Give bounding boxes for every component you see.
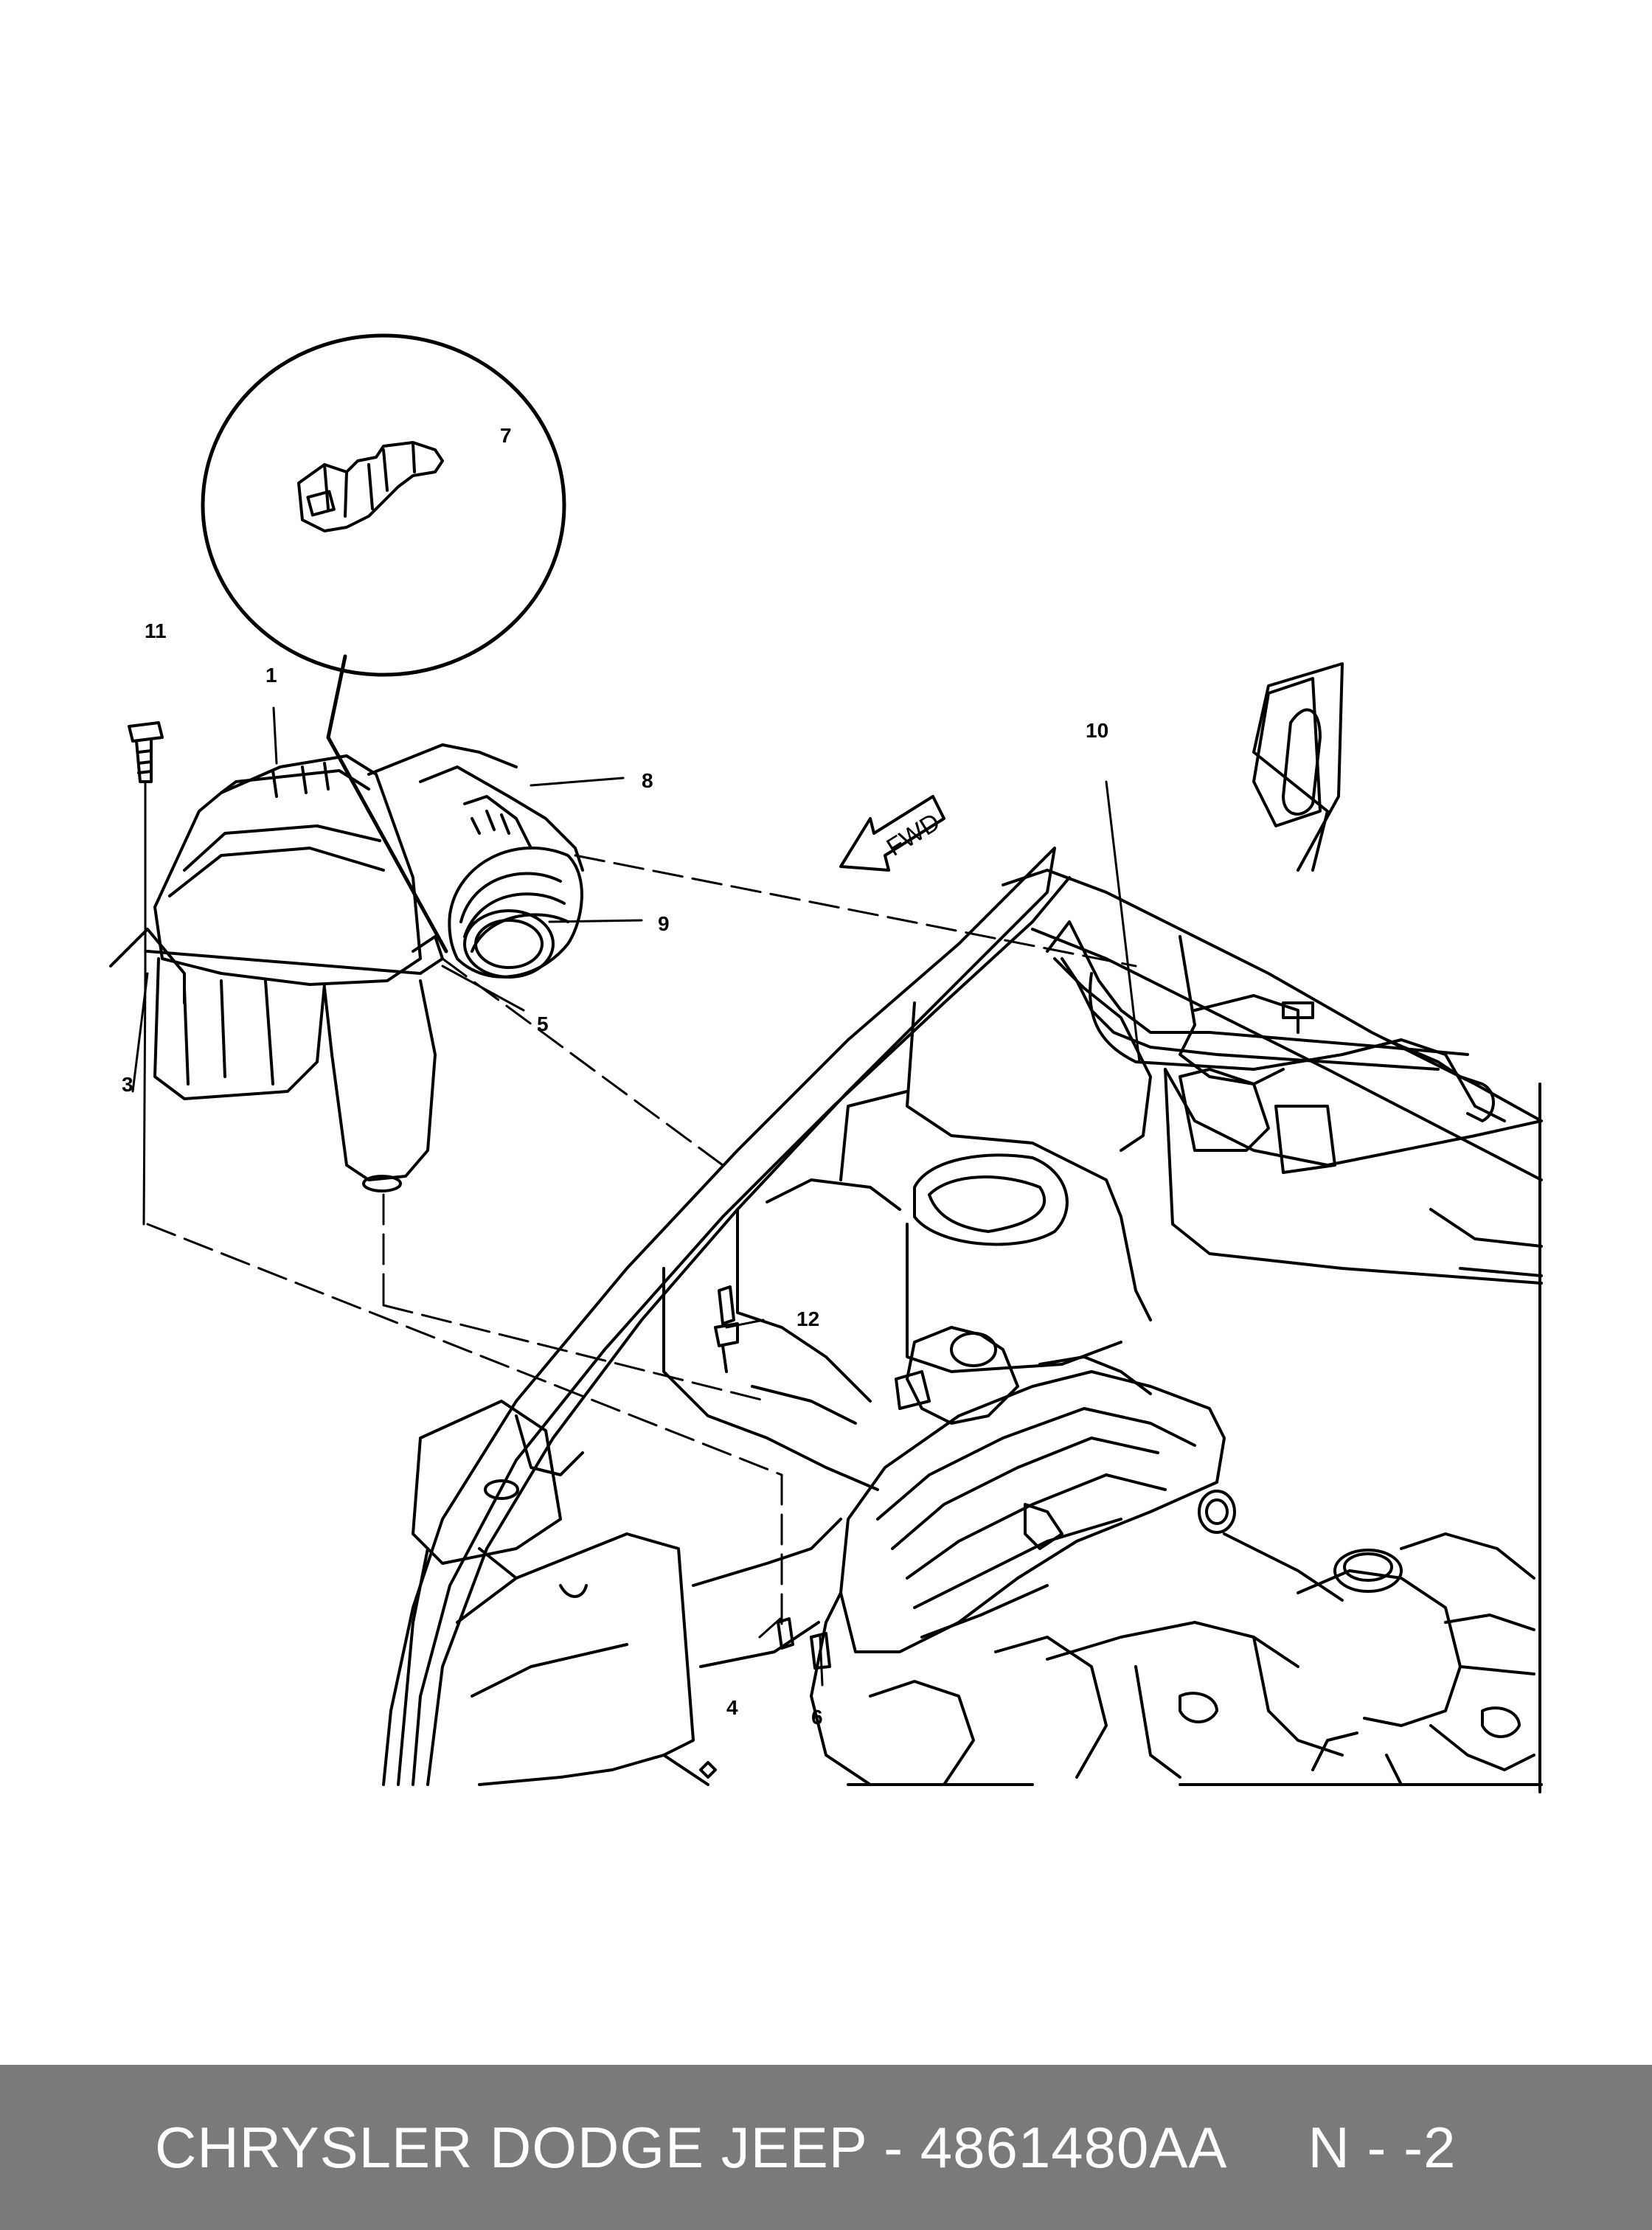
part-number-caption: CHRYSLER DODGE JEEP - 4861480AA N - -2 — [155, 2114, 1457, 2180]
leader-lines — [131, 706, 1141, 1687]
fwd-label: FWD — [882, 807, 945, 861]
callout-12: 12 — [796, 1307, 819, 1330]
inner-structure — [397, 1400, 842, 1786]
callout-4: 4 — [726, 1696, 738, 1719]
intake-manifold — [839, 1326, 1344, 1653]
callout-7: 7 — [500, 424, 512, 447]
air-cleaner-housing — [109, 754, 437, 1192]
cowl-area — [1046, 920, 1543, 1277]
callout-6: 6 — [811, 1706, 823, 1729]
callout-labels: 1 3 4 5 6 7 8 9 10 11 12 FWD — [122, 424, 1108, 1729]
intake-hose — [367, 743, 584, 979]
callout-5: 5 — [537, 1012, 549, 1035]
callout-9: 9 — [658, 912, 670, 935]
callout-8: 8 — [642, 769, 653, 792]
fwd-arrow — [839, 795, 945, 872]
caption-bar: CHRYSLER DODGE JEEP - 4861480AA N - -2 — [0, 2065, 1652, 2230]
callout-11: 11 — [145, 619, 167, 642]
bolt-drawing — [128, 721, 164, 1226]
fasteners — [699, 1285, 831, 1779]
callout-10: 10 — [1086, 719, 1108, 742]
parts-diagram: 1 3 4 5 6 7 8 9 10 11 12 FWD — [109, 333, 1543, 1793]
callout-3: 3 — [122, 1073, 133, 1096]
detail-circle — [201, 333, 566, 954]
engine-lower — [810, 1532, 1543, 1786]
air-temp-sensor-drawing — [297, 441, 444, 532]
assembly-lines — [146, 854, 1137, 1631]
callout-1: 1 — [266, 664, 277, 687]
